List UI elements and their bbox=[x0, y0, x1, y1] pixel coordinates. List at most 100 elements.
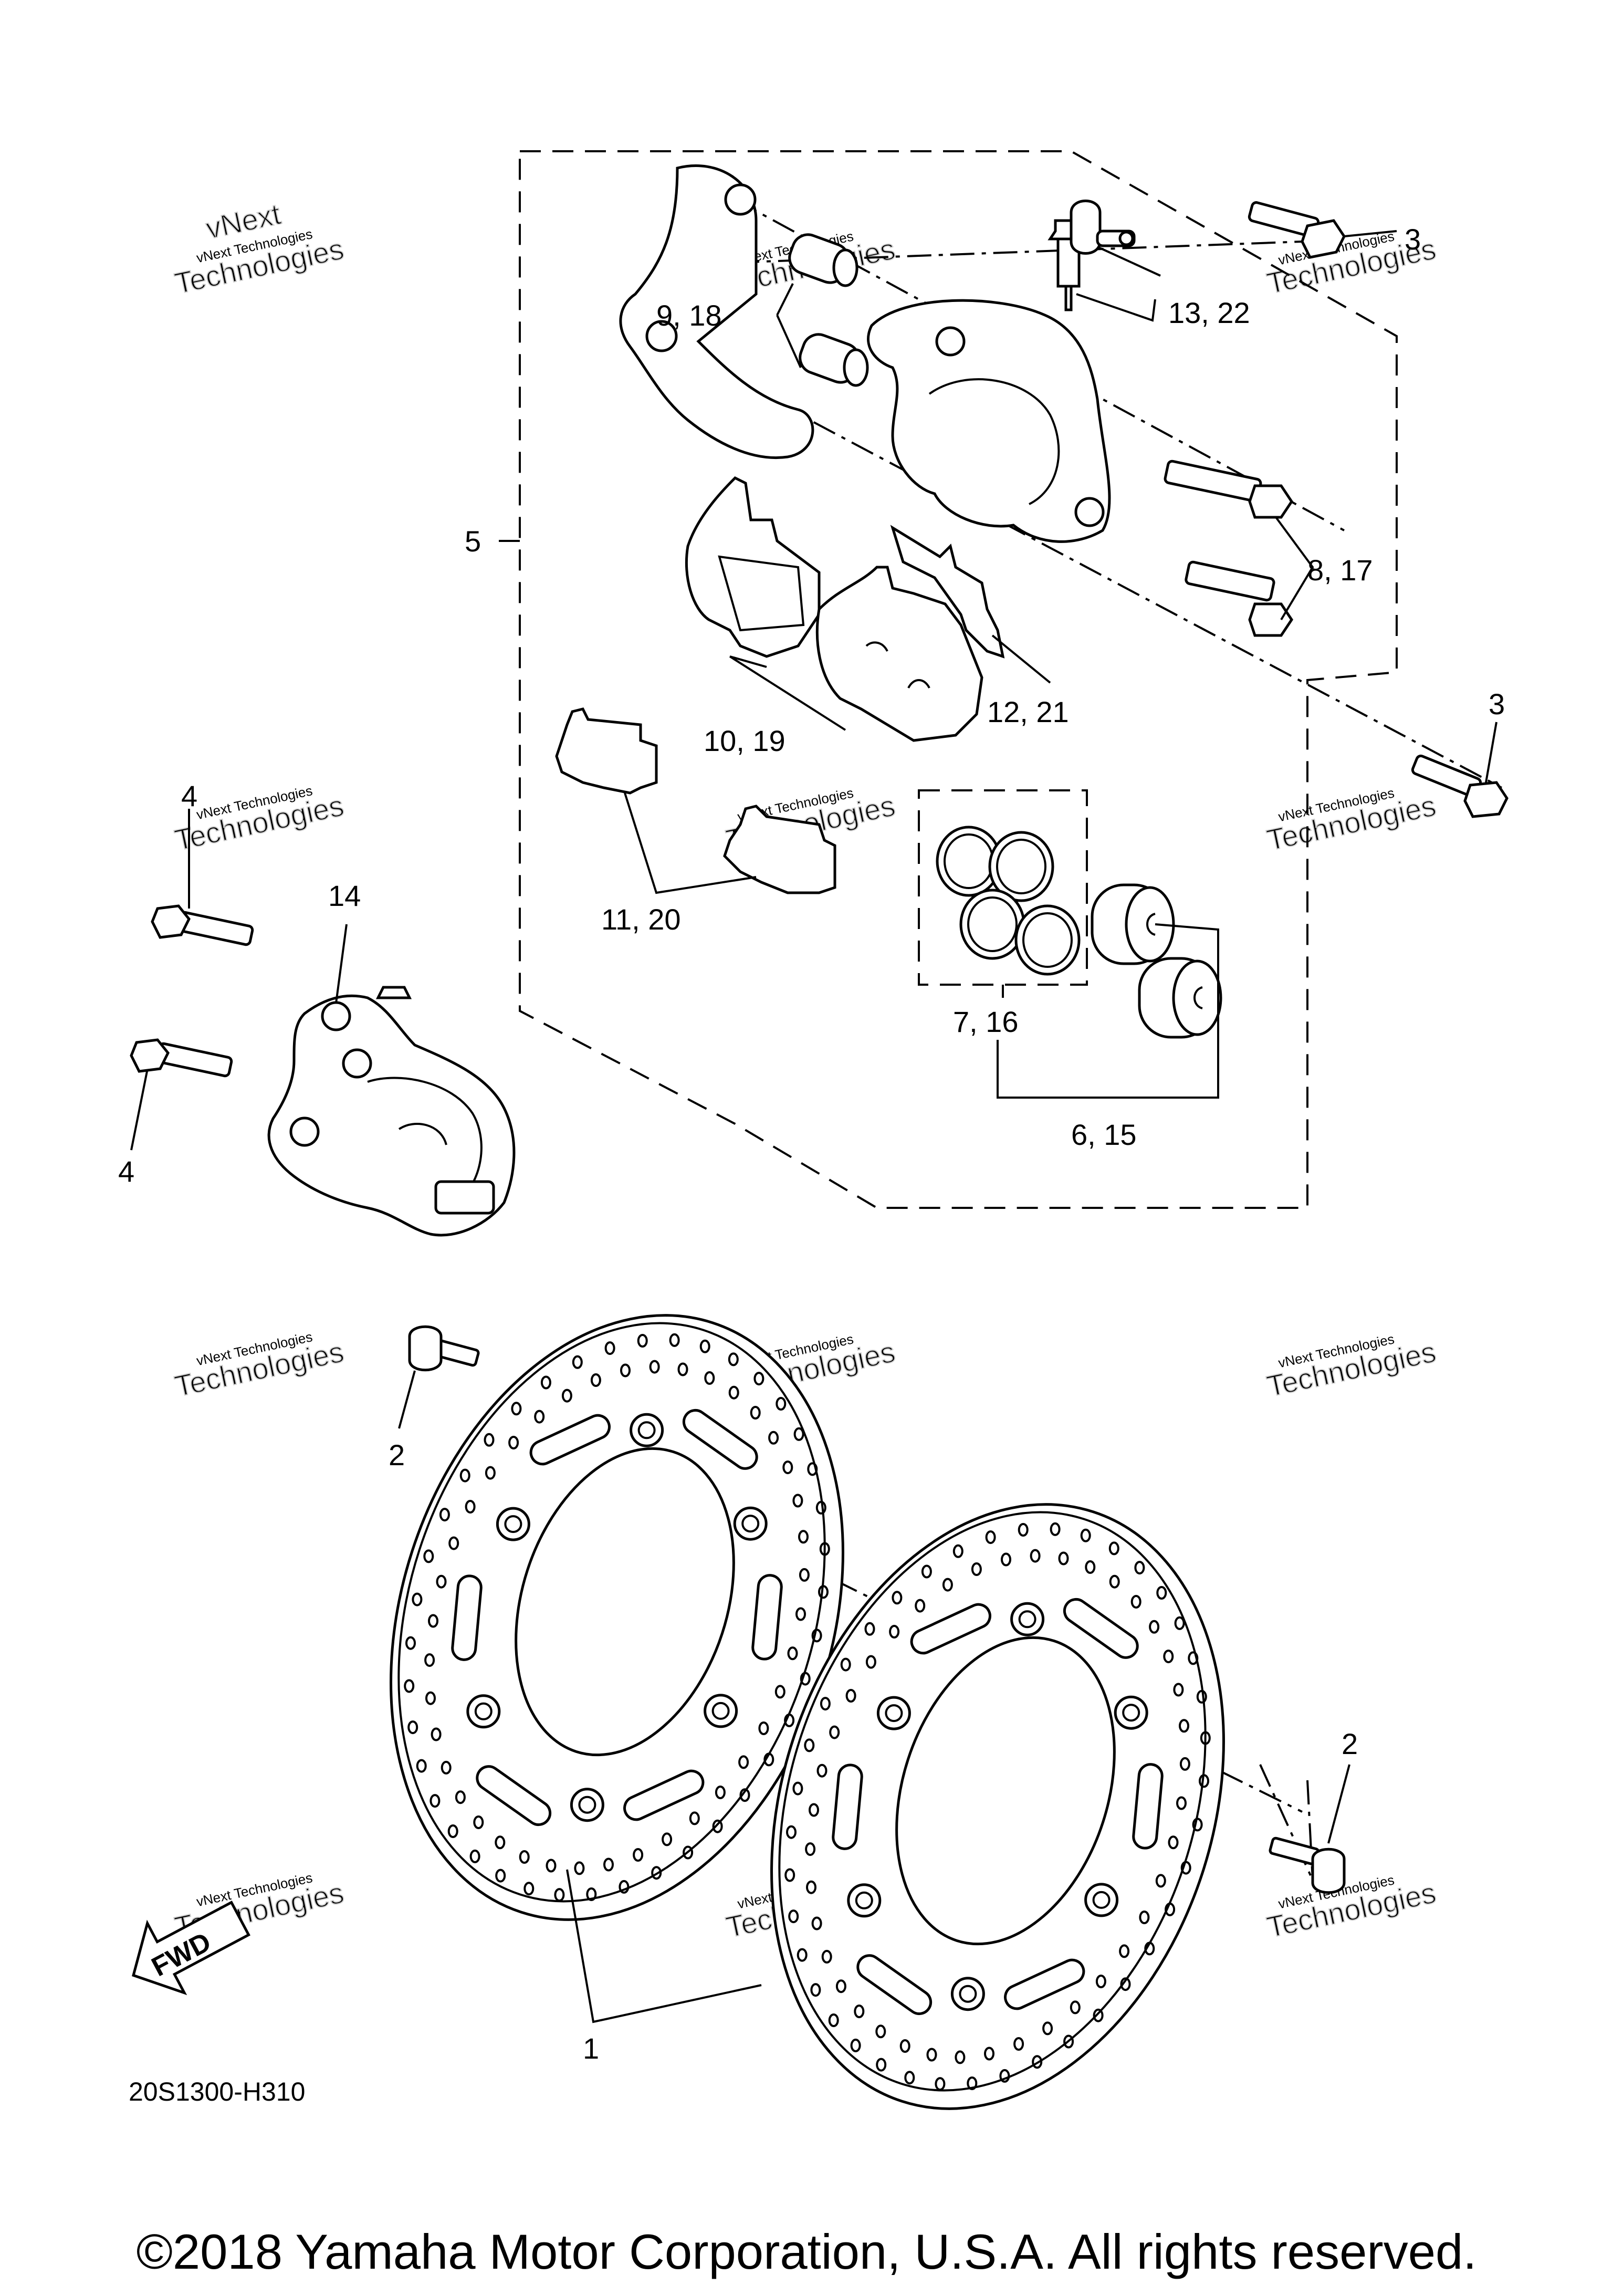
disc-bolt-lower bbox=[1269, 1836, 1346, 1894]
disc-drill-hole bbox=[804, 1738, 815, 1752]
disc-drill-hole bbox=[806, 1880, 816, 1894]
disc-drill-hole bbox=[546, 1859, 557, 1873]
disc-drill-hole bbox=[511, 1402, 522, 1416]
caliper-pin-hole-upper bbox=[935, 326, 966, 357]
piston-upper bbox=[1091, 883, 1175, 965]
slide-pin-boot-upper bbox=[788, 233, 858, 287]
disc-drill-hole bbox=[523, 1882, 535, 1896]
disc-slot bbox=[451, 1574, 483, 1661]
disc-drill-hole bbox=[1108, 1541, 1119, 1556]
piston-lower bbox=[1138, 957, 1222, 1039]
brake-pad-rear bbox=[815, 566, 983, 742]
disc-drill-hole bbox=[1139, 1911, 1150, 1924]
disc-drill-hole bbox=[1165, 1902, 1176, 1916]
disc-drill-hole bbox=[835, 1979, 846, 1994]
disc-drill-hole bbox=[1179, 1719, 1189, 1733]
disc-drill-hole bbox=[793, 1427, 804, 1441]
disc-drill-hole bbox=[805, 1842, 816, 1856]
disc-bolt-boss bbox=[1010, 1602, 1045, 1636]
disc-drill-hole bbox=[619, 1880, 630, 1894]
disc-slot bbox=[623, 1769, 705, 1821]
disc-drill-hole bbox=[1095, 1975, 1106, 1988]
disc-drill-hole bbox=[797, 1948, 808, 1962]
callout-3-lower: 3 bbox=[1489, 687, 1505, 721]
disc-bolt-boss bbox=[733, 1506, 768, 1541]
disc-bolt-boss-hole bbox=[885, 1704, 903, 1723]
disc-drill-hole bbox=[699, 1339, 710, 1353]
caliper-pin-hole-lower bbox=[1074, 497, 1105, 527]
disc-drill-hole bbox=[637, 1334, 648, 1348]
disc-drill-hole bbox=[876, 2058, 887, 2072]
disc-drill-hole bbox=[649, 1360, 660, 1374]
brake-disc-right bbox=[770, 1503, 1225, 2110]
disc-drill-hole bbox=[926, 2048, 937, 2062]
disc-drill-hole bbox=[798, 1530, 809, 1544]
disc-bolt-boss-hole bbox=[741, 1515, 760, 1533]
disc-drill-hole bbox=[1058, 1551, 1069, 1566]
brake-pad-front bbox=[685, 476, 821, 658]
disc-drill-hole bbox=[715, 1786, 726, 1799]
watermark-bottom-right: Technologies vNext Technologies bbox=[1263, 1872, 1439, 1944]
disc-drill-hole bbox=[815, 1500, 826, 1515]
disc-drill-hole bbox=[683, 1845, 694, 1860]
disc-drill-hole bbox=[829, 1725, 840, 1739]
watermark-low-right: Technologies vNext Technologies bbox=[1263, 1331, 1439, 1403]
disc-bolt-boss-hole bbox=[1122, 1704, 1140, 1722]
disc-bolt-boss bbox=[876, 1696, 911, 1730]
disc-bolt-boss bbox=[847, 1883, 882, 1918]
caliper-body bbox=[867, 299, 1111, 543]
disc-drill-hole bbox=[604, 1341, 615, 1355]
disc-drill-hole bbox=[495, 1835, 506, 1850]
callout-8-17: 8, 17 bbox=[1307, 554, 1373, 587]
callout-14: 14 bbox=[328, 879, 361, 912]
disc-drill-hole bbox=[799, 1568, 810, 1582]
disc-drill-hole bbox=[971, 1562, 982, 1576]
disc-drill-hole bbox=[985, 1530, 996, 1544]
disc-bolt-boss bbox=[704, 1694, 738, 1728]
disc-drill-hole bbox=[1144, 1942, 1155, 1956]
disc-drill-hole bbox=[485, 1466, 496, 1480]
disc-bolt-upper bbox=[408, 1325, 480, 1372]
disc-drill-hole bbox=[662, 1832, 673, 1846]
disc-drill-hole bbox=[774, 1685, 785, 1699]
disc-drill-hole bbox=[712, 1819, 723, 1833]
disc-drill-hole bbox=[459, 1468, 470, 1483]
disc-drill-hole bbox=[677, 1362, 688, 1376]
pad-clip-c2 bbox=[907, 679, 930, 688]
disc-drill-hole bbox=[1032, 2055, 1043, 2069]
disc-drill-hole bbox=[424, 1653, 435, 1667]
callout-2-lower: 2 bbox=[1342, 1727, 1358, 1760]
disc-drill-hole bbox=[967, 2076, 978, 2090]
disc-drill-hole bbox=[431, 1727, 442, 1741]
disc-bolt-boss-hole bbox=[855, 1891, 873, 1909]
disc-drill-hole bbox=[495, 1869, 506, 1883]
disc-drill-hole bbox=[1050, 1522, 1061, 1536]
disc-slot bbox=[1004, 1958, 1085, 2010]
disc-drill-hole bbox=[407, 1720, 418, 1735]
disc-drill-hole bbox=[508, 1436, 519, 1449]
disc-drill-hole bbox=[811, 1629, 822, 1643]
disc-drill-hole bbox=[465, 1500, 476, 1514]
disc-drill-hole bbox=[816, 1763, 828, 1778]
caliper-body-detail bbox=[928, 378, 1060, 505]
disc-drill-hole bbox=[820, 1697, 831, 1711]
disc-drill-hole bbox=[1119, 1944, 1130, 1958]
disc-drill-hole bbox=[1174, 1616, 1185, 1630]
disc-drill-hole bbox=[782, 1460, 793, 1475]
slide-pin-bolt-upper bbox=[1164, 460, 1294, 519]
caliper-bracket bbox=[619, 164, 814, 459]
pad-clip-c1 bbox=[865, 641, 888, 652]
disc-drill-hole bbox=[404, 1679, 415, 1693]
disc-drill-hole bbox=[651, 1866, 662, 1880]
disc-drill-hole bbox=[1149, 1620, 1160, 1634]
pad-shim-lower bbox=[723, 805, 836, 894]
disc-drill-hole bbox=[534, 1410, 545, 1424]
disc-bolt-boss bbox=[1114, 1695, 1148, 1730]
disc-drill-hole bbox=[892, 1591, 903, 1605]
disc-drill-hole bbox=[792, 1494, 803, 1508]
disc-drill-hole bbox=[412, 1592, 423, 1606]
disc-drill-hole bbox=[439, 1508, 450, 1522]
disc-drill-hole bbox=[792, 1781, 803, 1796]
disc-drill-hole bbox=[423, 1549, 434, 1563]
disc-drill-hole bbox=[1013, 2037, 1024, 2051]
